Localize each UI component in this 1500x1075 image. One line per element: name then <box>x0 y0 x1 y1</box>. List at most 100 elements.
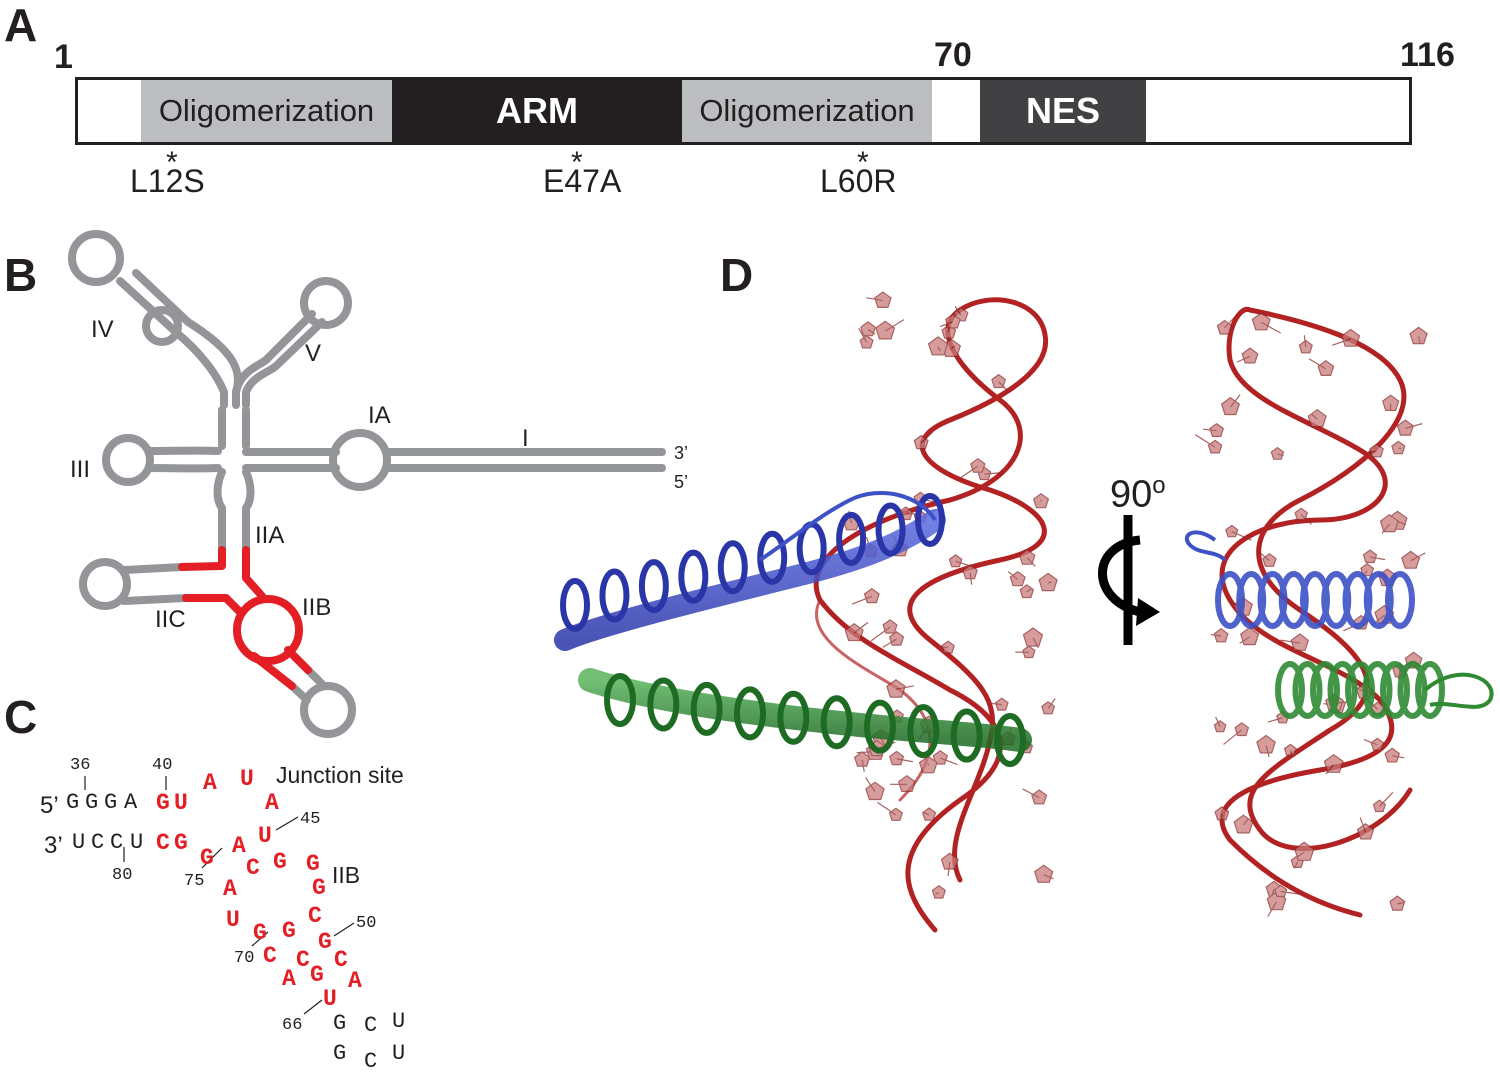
base-stick <box>1265 744 1270 758</box>
rev-helix-blue-right <box>1184 530 1415 629</box>
nucleotide-base <box>944 313 961 329</box>
helix-turn <box>599 568 630 623</box>
base-stick <box>940 321 954 328</box>
nucleotide-base <box>1283 743 1297 757</box>
nucleotide-base <box>860 321 877 337</box>
nucleotide-red: U <box>323 986 337 1012</box>
nucleotide-black: G <box>104 790 117 815</box>
nucleotide-red: G <box>312 875 326 901</box>
stem-iib-hairpin-loop <box>300 682 356 738</box>
nucleotide-base <box>991 373 1007 389</box>
mutation-marker-3: * <box>857 146 869 179</box>
base-stick <box>1397 520 1407 526</box>
base-stick <box>877 801 897 816</box>
base-stick <box>1242 818 1249 826</box>
mutation-e47a: E47A <box>543 163 622 199</box>
helix-turn <box>1397 661 1428 719</box>
stem-iv-hairpin-loop <box>68 230 124 286</box>
tick-50 <box>333 922 355 937</box>
stem-label-iia: IIA <box>255 522 285 549</box>
base-stick <box>1397 670 1401 680</box>
nucleotide-base <box>931 885 947 899</box>
base-stick <box>1267 901 1278 917</box>
stem-iib-highlight <box>250 646 312 690</box>
nucleotide-base <box>1018 548 1036 565</box>
nucleotide-base <box>1360 563 1375 577</box>
stem-iic-hairpin-loop <box>79 558 131 610</box>
base-stick <box>1215 716 1221 728</box>
helix-turn <box>690 681 723 736</box>
nucleotide-black: U <box>392 1041 405 1066</box>
rev-helix-green-right <box>1275 661 1494 719</box>
base-stick <box>950 345 956 350</box>
base-stick <box>867 329 876 335</box>
sequence-5-prime: 5’ <box>40 792 59 819</box>
base-stick <box>1381 523 1390 534</box>
nucleotide-base <box>1225 524 1239 538</box>
base-stick <box>1195 434 1216 448</box>
base-stick <box>922 811 930 816</box>
nucleotide-red: A <box>282 966 296 992</box>
rev-helix-blue-left <box>554 491 946 651</box>
base-stick <box>1043 874 1054 880</box>
mutation-l60r: L60R <box>820 163 897 199</box>
base-stick <box>882 638 897 648</box>
base-stick <box>1369 556 1386 561</box>
nucleotide-red: U <box>258 823 272 849</box>
nucleotide-base <box>1251 312 1271 331</box>
nucleotide-base <box>994 697 1009 711</box>
nucleotide-base <box>886 679 906 698</box>
base-stick <box>896 758 913 763</box>
base-stick <box>935 891 940 895</box>
nucleotide-base <box>1381 394 1400 411</box>
helix-turn <box>836 511 867 566</box>
panel-a-label: A <box>4 0 38 51</box>
nucleotide-red: G <box>200 845 214 871</box>
base-stick <box>1392 755 1405 759</box>
base-stick <box>947 861 951 877</box>
nes-domain: NES <box>980 80 1146 142</box>
base-stick <box>1258 551 1270 562</box>
stem-iii-hairpin-loop <box>102 434 154 486</box>
stem-iic <box>120 563 190 605</box>
base-stick <box>1047 581 1052 584</box>
base-stick <box>1229 394 1241 408</box>
nt-number-80: 80 <box>112 866 133 885</box>
panel-b-label: B <box>4 249 38 301</box>
oligomerization-domain-1: Oligomerization <box>141 80 392 142</box>
tick-75 <box>201 847 223 869</box>
nucleotide-base <box>1396 419 1414 436</box>
panel-c-label: C <box>4 691 38 743</box>
mutation-l12s: L12S <box>130 163 205 199</box>
junction-site-label: Junction site <box>276 762 404 788</box>
helix-turn <box>560 578 590 632</box>
base-stick <box>895 685 915 690</box>
base-stick <box>1007 571 1019 580</box>
helix-turn <box>1327 661 1358 719</box>
helix-turn <box>1385 571 1415 629</box>
helix-turn <box>647 677 680 732</box>
base-stick <box>865 777 876 793</box>
nucleotide-base <box>1401 550 1421 569</box>
rna-bases-left <box>842 291 1058 899</box>
nucleotide-red: U <box>226 907 240 933</box>
panel-d-label: D <box>720 249 754 301</box>
nt-number-70: 70 <box>234 949 255 968</box>
stem-v <box>232 310 326 409</box>
position-end: 116 <box>1400 36 1455 74</box>
base-stick <box>1325 764 1335 775</box>
nucleotide-red: U <box>240 766 254 792</box>
helix-turn <box>1380 661 1410 719</box>
rev-helix-green-left <box>578 668 1032 767</box>
stem-label-iib: IIB <box>302 594 332 621</box>
nucleotide-black: G <box>85 790 98 815</box>
helix-turn <box>864 699 896 754</box>
base-stick <box>1221 814 1223 830</box>
base-stick <box>1364 570 1368 574</box>
nucleotide-base <box>863 587 880 604</box>
nucleotide-red: C <box>263 943 277 969</box>
nucleotide-base <box>1317 360 1335 376</box>
helix-turn <box>638 559 669 614</box>
nucleotide-base <box>927 336 949 356</box>
stem-ia-internal-loop <box>329 429 391 491</box>
